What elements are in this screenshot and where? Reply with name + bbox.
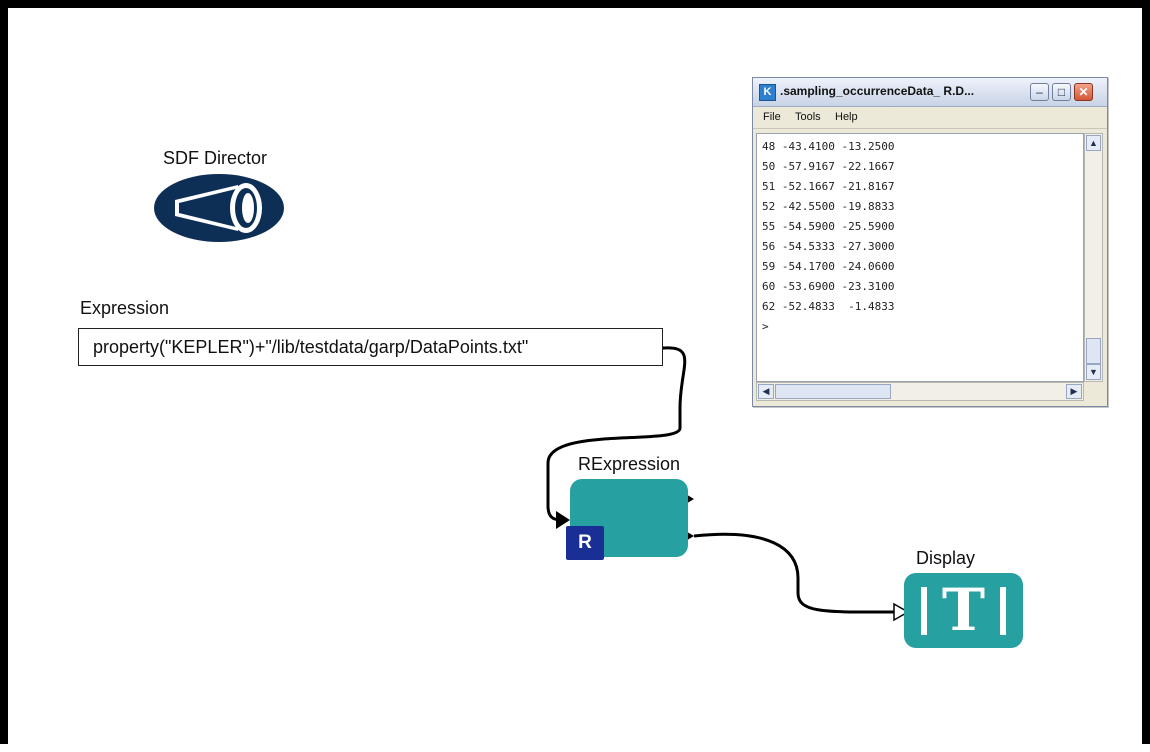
r-badge-icon: R <box>566 526 604 560</box>
menu-help[interactable]: Help <box>835 111 858 123</box>
display-input-port <box>893 602 910 622</box>
output-text-area[interactable]: 48 -43.4100 -13.2500 50 -57.9167 -22.166… <box>756 133 1084 382</box>
director-label: SDF Director <box>163 148 268 168</box>
scroll-up-icon[interactable]: ▲ <box>1086 135 1101 151</box>
resize-grip[interactable] <box>1086 384 1102 400</box>
window-title: .sampling_occurrenceData_ R.D... <box>780 84 975 98</box>
display-actor[interactable]: T <box>904 573 1023 648</box>
wire-expression-to-rexpression <box>546 346 687 522</box>
text-display-icon: T <box>941 576 986 644</box>
expression-label: Expression <box>80 298 170 318</box>
horizontal-scroll-thumb[interactable] <box>775 384 891 399</box>
megaphone-icon[interactable] <box>153 173 285 243</box>
output-line: 62 -52.4833 -1.4833 <box>762 300 895 313</box>
maximize-button[interactable]: □ <box>1052 83 1071 101</box>
expression-actor[interactable]: property("KEPLER")+"/lib/testdata/garp/D… <box>78 328 663 366</box>
output-line: 51 -52.1667 -21.8167 <box>762 180 895 193</box>
vertical-scroll-thumb[interactable] <box>1086 338 1101 364</box>
vertical-scrollbar[interactable]: ▲ ▼ <box>1084 133 1103 382</box>
output-prompt: > <box>762 320 769 333</box>
scroll-left-icon[interactable]: ◀ <box>758 384 774 399</box>
display-bar-right <box>1000 587 1006 635</box>
output-line: 50 -57.9167 -22.1667 <box>762 160 895 173</box>
output-line: 60 -53.6900 -23.3100 <box>762 280 895 293</box>
display-output-window[interactable]: K .sampling_occurrenceData_ R.D... – □ ✕… <box>752 77 1108 407</box>
menu-bar: File Tools Help <box>753 107 1107 129</box>
menu-file[interactable]: File <box>763 111 781 123</box>
rexpression-input-port <box>556 511 570 529</box>
display-bar-left <box>921 587 927 635</box>
scroll-right-icon[interactable]: ▶ <box>1066 384 1082 399</box>
rexpression-label: RExpression <box>578 454 681 474</box>
output-line: 48 -43.4100 -13.2500 <box>762 140 895 153</box>
kepler-app-icon: K <box>759 84 776 101</box>
display-label: Display <box>916 548 976 568</box>
output-line: 55 -54.5900 -25.5900 <box>762 220 895 233</box>
window-titlebar[interactable]: K .sampling_occurrenceData_ R.D... – □ ✕ <box>753 78 1107 107</box>
output-line: 56 -54.5333 -27.3000 <box>762 240 895 253</box>
output-line: 52 -42.5500 -19.8833 <box>762 200 895 213</box>
minimize-button[interactable]: – <box>1030 83 1049 101</box>
menu-tools[interactable]: Tools <box>795 111 821 123</box>
output-line: 59 -54.1700 -24.0600 <box>762 260 895 273</box>
close-button[interactable]: ✕ <box>1074 83 1093 101</box>
wire-rexpression-to-display <box>693 532 901 614</box>
horizontal-scrollbar[interactable]: ◀ ▶ <box>756 382 1084 401</box>
scroll-down-icon[interactable]: ▼ <box>1086 364 1101 380</box>
